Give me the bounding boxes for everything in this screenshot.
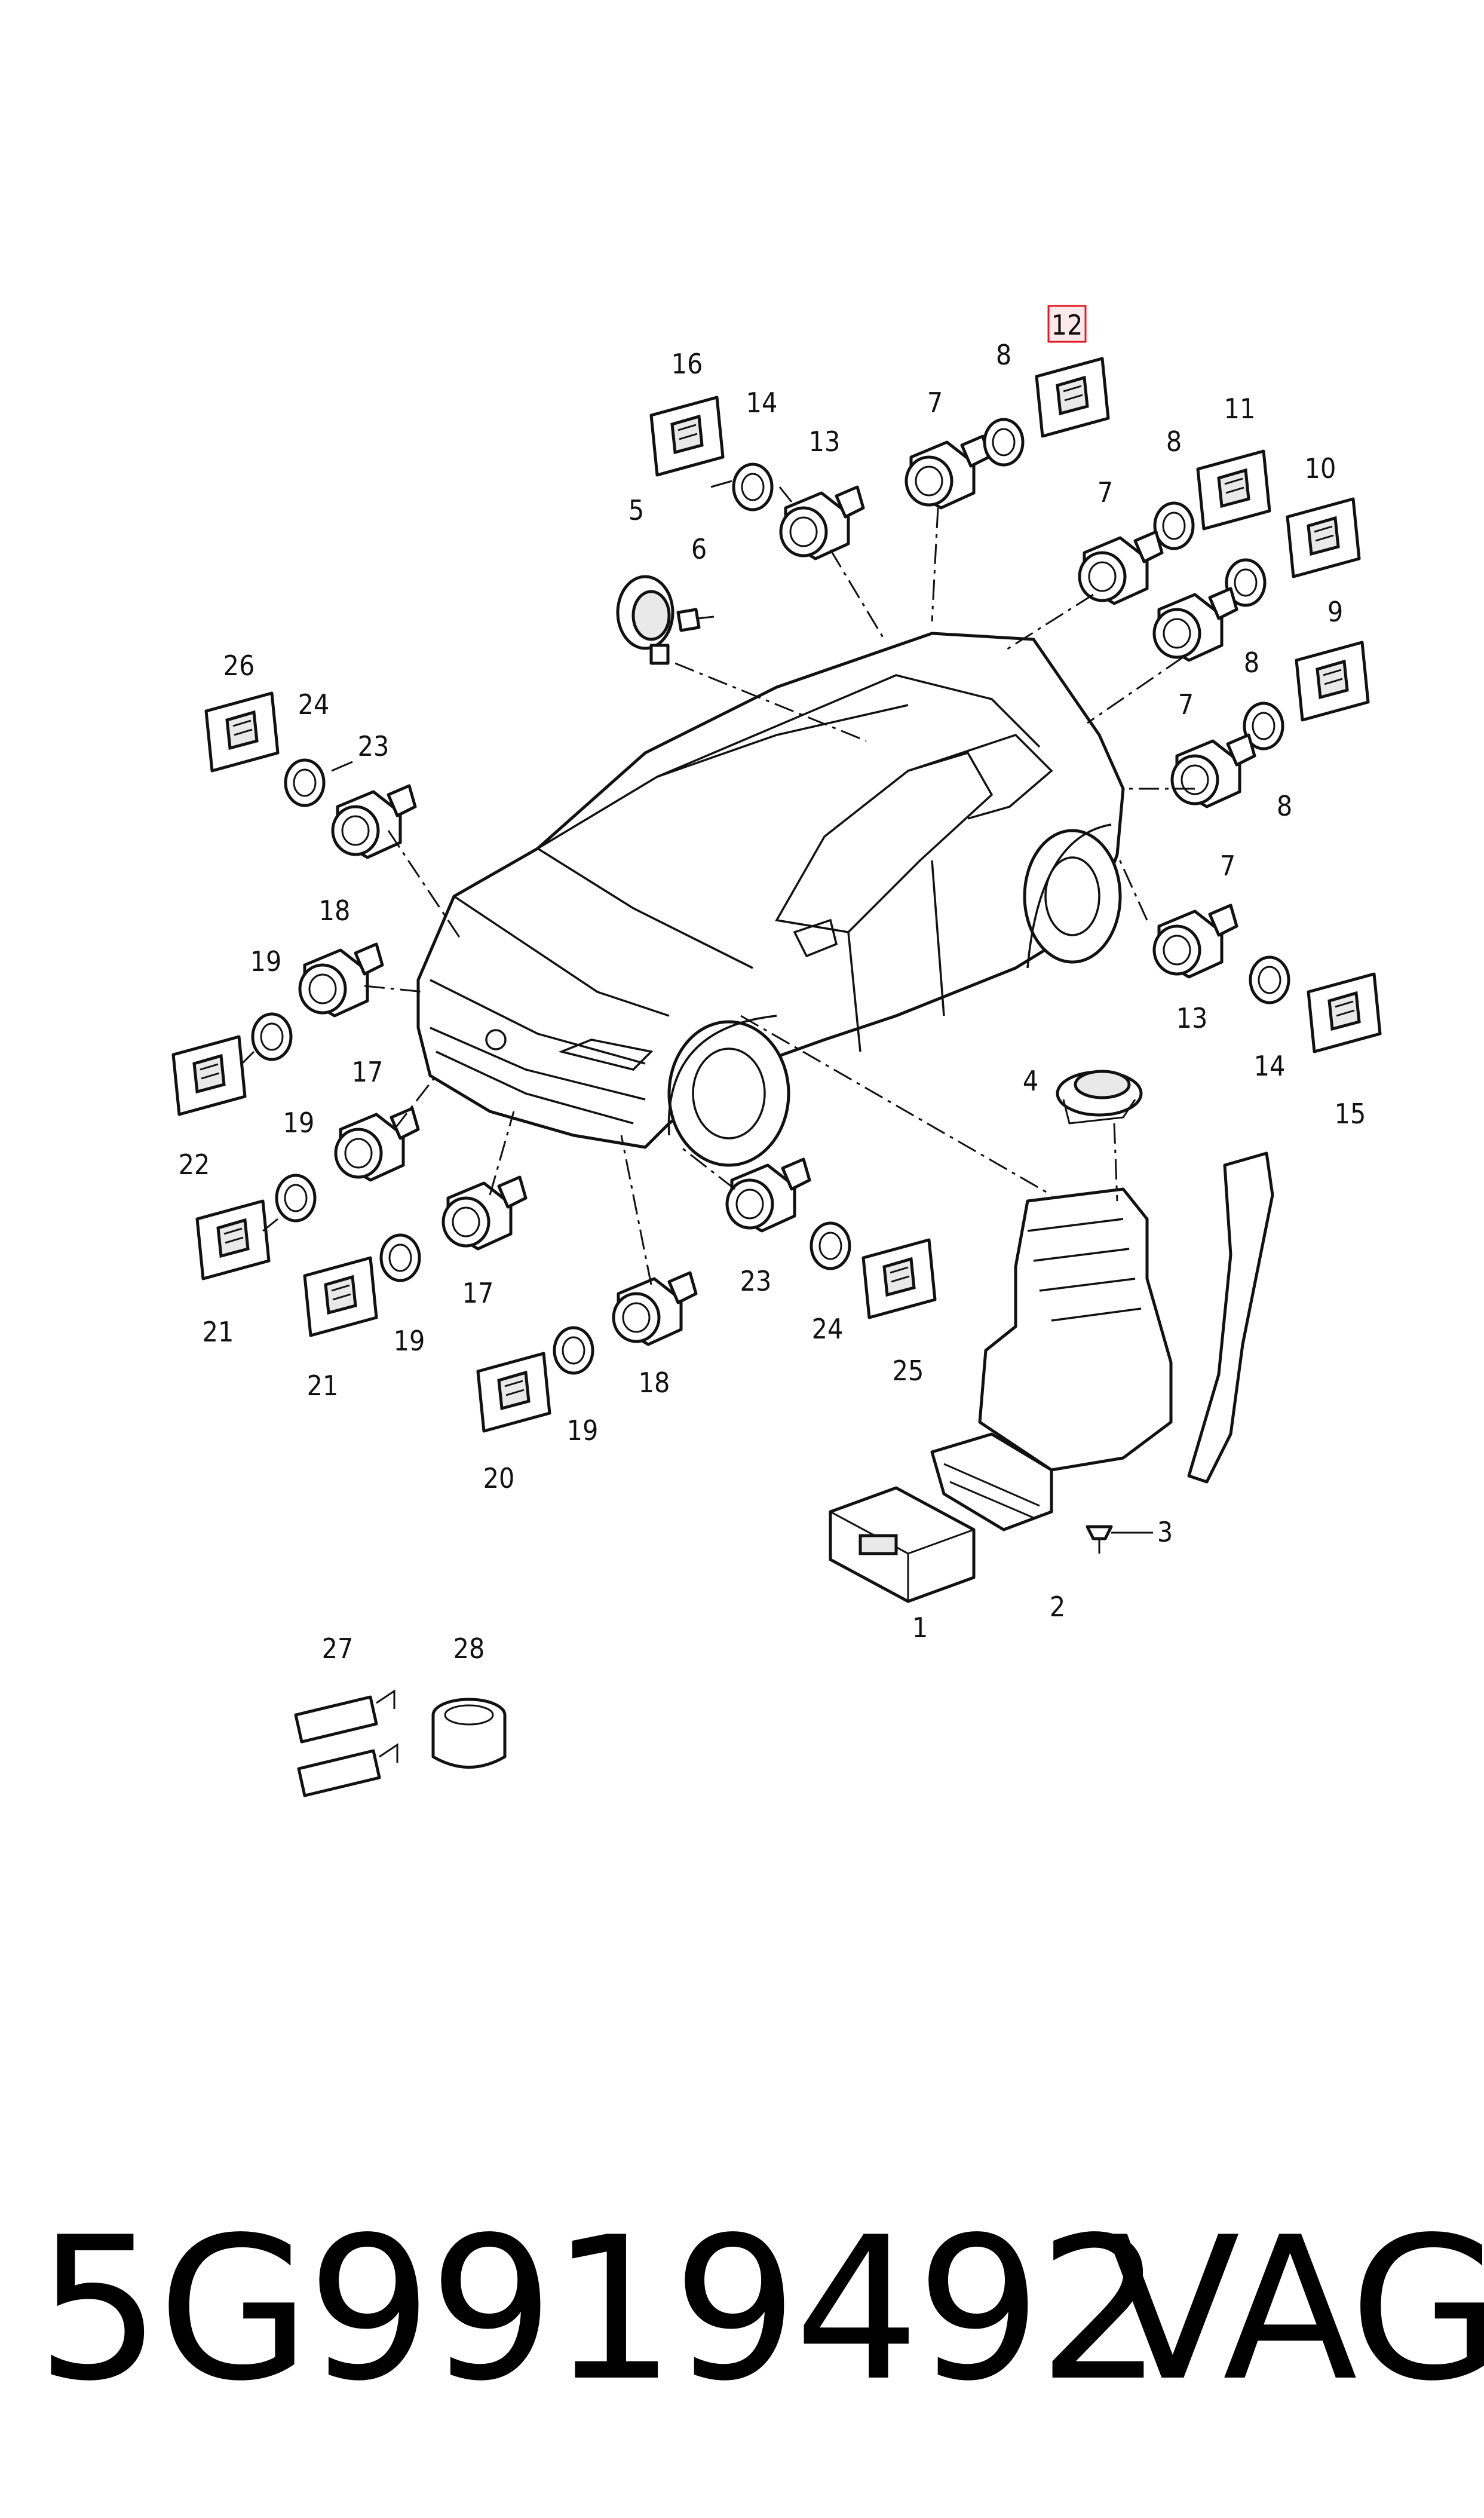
ring-19-b <box>277 1175 315 1221</box>
sensor-13-top <box>781 487 863 559</box>
sensor-23-left <box>333 786 415 857</box>
callout-8-d: 8 <box>1277 790 1292 822</box>
callout-17-a: 17 <box>352 1056 384 1088</box>
holder-16 <box>651 397 723 475</box>
callout-13-rear: 13 <box>1176 1002 1208 1034</box>
callout-9: 9 <box>1327 596 1343 628</box>
ring-14-top <box>734 464 772 510</box>
holder-25 <box>863 1240 935 1318</box>
leader-lines <box>241 480 1195 1534</box>
sensor-7-d <box>1172 735 1255 807</box>
sensor-7-a <box>906 436 989 508</box>
callout-8-a: 8 <box>996 339 1011 371</box>
sensor-18-mid <box>614 1273 696 1344</box>
parts-diagram: 12 1 2 3 4 5 6 7 7 7 7 8 8 8 8 9 10 11 1… <box>0 305 1484 1797</box>
holder-20 <box>478 1353 550 1431</box>
clip-3 <box>1086 1525 1113 1554</box>
highlight-box-12 <box>1047 305 1087 343</box>
ring-19-d <box>554 1328 593 1373</box>
callout-4: 4 <box>1023 1065 1038 1097</box>
control-module-1 <box>829 1486 976 1603</box>
callout-13-top: 13 <box>809 425 841 458</box>
callout-16: 16 <box>672 348 703 380</box>
holder-12 <box>1037 359 1108 436</box>
callout-15: 15 <box>1335 1098 1366 1130</box>
callout-24-b: 24 <box>812 1313 844 1345</box>
callout-14-rear: 14 <box>1254 1050 1286 1082</box>
part-number: 5G9919492 <box>36 2195 1163 2424</box>
callout-21-a: 21 <box>203 1316 234 1348</box>
callout-23-b: 23 <box>740 1265 772 1297</box>
callout-19-d: 19 <box>567 1414 599 1447</box>
callout-7-d: 7 <box>1220 850 1235 882</box>
callout-7-a: 7 <box>927 387 943 419</box>
callout-18-a: 18 <box>319 895 351 927</box>
holder-21-b <box>305 1258 376 1335</box>
callout-25: 25 <box>893 1355 924 1387</box>
ring-19-c <box>381 1235 419 1281</box>
callout-28: 28 <box>453 1632 485 1665</box>
brand-name: VAG <box>1105 2195 1484 2424</box>
sensor-17-mid <box>443 1177 526 1249</box>
callout-19-a: 19 <box>250 945 282 978</box>
callouts: 12 1 2 3 4 5 6 7 7 7 7 8 8 8 8 9 10 11 1… <box>179 305 1366 1665</box>
callout-10: 10 <box>1305 452 1336 485</box>
callout-8-b: 8 <box>1166 425 1182 458</box>
callout-14-top: 14 <box>746 387 778 419</box>
sensor-18-left <box>300 944 382 1016</box>
sensor-7-c <box>1154 589 1237 660</box>
callout-27: 27 <box>322 1632 354 1665</box>
callout-17-b: 17 <box>462 1277 494 1309</box>
sensor-7-b <box>1080 532 1162 604</box>
screw-6 <box>676 608 715 632</box>
callout-11: 11 <box>1224 393 1256 425</box>
holder-21-a <box>197 1201 269 1279</box>
callout-21-b: 21 <box>307 1370 339 1402</box>
sleeve-28 <box>431 1698 507 1769</box>
ring-24-mid <box>811 1223 850 1269</box>
ring-14-rear <box>1250 957 1289 1003</box>
holder-11 <box>1198 451 1270 529</box>
holder-22 <box>173 1037 245 1114</box>
control-module-2 <box>930 1432 1053 1531</box>
holder-15 <box>1308 974 1380 1052</box>
callout-20: 20 <box>483 1462 515 1494</box>
holder-10 <box>1287 499 1359 577</box>
callout-19-c: 19 <box>394 1325 425 1357</box>
callout-18-b: 18 <box>639 1367 670 1399</box>
ring-8-b <box>1155 503 1193 549</box>
sensor-23-mid <box>727 1159 810 1231</box>
buzzer-4 <box>1056 1070 1143 1125</box>
callout-7-c: 7 <box>1178 688 1194 721</box>
clip-tool-27 <box>294 1689 398 1797</box>
ring-8-a <box>985 419 1023 465</box>
sensor-13-rear <box>1154 905 1237 977</box>
sensor-17-left <box>336 1108 418 1180</box>
buzzer-5 <box>616 575 674 665</box>
holder-9 <box>1296 642 1368 720</box>
callout-1: 1 <box>912 1612 928 1644</box>
callout-5: 5 <box>628 494 644 526</box>
callout-22: 22 <box>179 1148 210 1181</box>
callout-23-a: 23 <box>358 730 390 762</box>
callout-2: 2 <box>1050 1591 1065 1623</box>
callout-3: 3 <box>1157 1516 1173 1548</box>
callout-7-b: 7 <box>1097 476 1113 508</box>
callout-12: 12 <box>1051 309 1083 341</box>
bracket-assembly <box>978 1151 1274 1484</box>
callout-8-c: 8 <box>1244 647 1259 679</box>
callout-26: 26 <box>223 650 255 682</box>
ring-19-a <box>253 1014 291 1059</box>
callout-19-b: 19 <box>283 1107 315 1139</box>
callout-6: 6 <box>691 533 707 565</box>
holder-26 <box>206 693 278 771</box>
ring-24-left <box>286 760 324 805</box>
car-illustration <box>416 632 1125 1167</box>
callout-24-a: 24 <box>298 688 330 721</box>
